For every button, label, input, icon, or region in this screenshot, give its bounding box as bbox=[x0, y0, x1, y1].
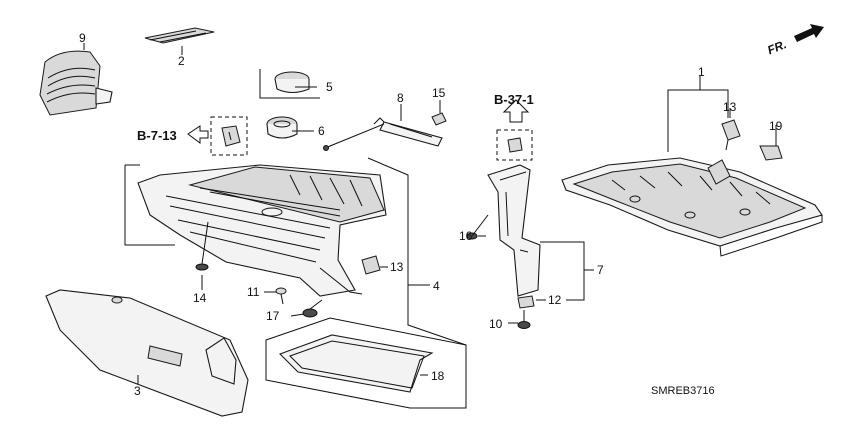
callout-10: 10 bbox=[489, 317, 503, 331]
part-6-damper bbox=[266, 116, 298, 139]
part-16-screw bbox=[466, 214, 489, 240]
callout-13-lower: 13 bbox=[390, 260, 404, 274]
callout-1: 1 bbox=[698, 65, 705, 79]
callout-11: 11 bbox=[247, 285, 260, 299]
callout-19: 19 bbox=[769, 119, 783, 133]
ref-label-b-7-13: B-7-13 bbox=[137, 128, 177, 143]
part-10-bolt bbox=[517, 310, 531, 329]
part-15-clip bbox=[431, 112, 447, 126]
ref-box-b-7-13 bbox=[187, 116, 248, 156]
callout-6: 6 bbox=[318, 124, 325, 138]
part-8-damper-rod bbox=[323, 117, 443, 151]
callout-4: 4 bbox=[433, 279, 440, 293]
callout-15: 15 bbox=[432, 86, 446, 100]
part-1-under-cover bbox=[561, 157, 823, 257]
callout-18: 18 bbox=[431, 369, 445, 383]
callout-9: 9 bbox=[79, 31, 86, 45]
part-5-cap bbox=[274, 71, 310, 94]
front-direction-arrow bbox=[794, 24, 824, 42]
part-2-garnish-strip bbox=[144, 27, 215, 44]
callout-13-upper: 13 bbox=[723, 100, 737, 114]
part-11-screw bbox=[275, 287, 287, 305]
callout-2: 2 bbox=[178, 54, 185, 68]
front-direction-label: FR. bbox=[765, 37, 788, 57]
part-17-screw bbox=[302, 299, 323, 318]
part-12-nut bbox=[517, 295, 535, 309]
callout-12: 12 bbox=[548, 293, 562, 307]
callout-16: 16 bbox=[459, 229, 473, 243]
part-7-bracket bbox=[487, 164, 541, 297]
ref-label-b-37-1: B-37-1 bbox=[494, 92, 534, 107]
part-13-clip-upper bbox=[721, 119, 741, 151]
callout-5: 5 bbox=[326, 80, 333, 94]
callout-17: 17 bbox=[266, 309, 280, 323]
callout-14: 14 bbox=[193, 291, 207, 305]
callout-8: 8 bbox=[397, 91, 404, 105]
part-9-vent-grille bbox=[39, 50, 113, 116]
part-14-screw bbox=[195, 221, 209, 271]
part-19-clip bbox=[759, 145, 783, 161]
callout-3: 3 bbox=[134, 384, 141, 398]
part-3-glove-box-door bbox=[45, 289, 249, 417]
diagram-code: SMREB3716 bbox=[651, 385, 715, 397]
part-4-glove-box-frame bbox=[137, 164, 387, 297]
callout-7: 7 bbox=[597, 263, 604, 277]
part-18-glove-box-mat bbox=[265, 317, 467, 409]
ref-box-b-37-1 bbox=[496, 99, 533, 161]
part-13-clip-lower bbox=[361, 255, 381, 275]
